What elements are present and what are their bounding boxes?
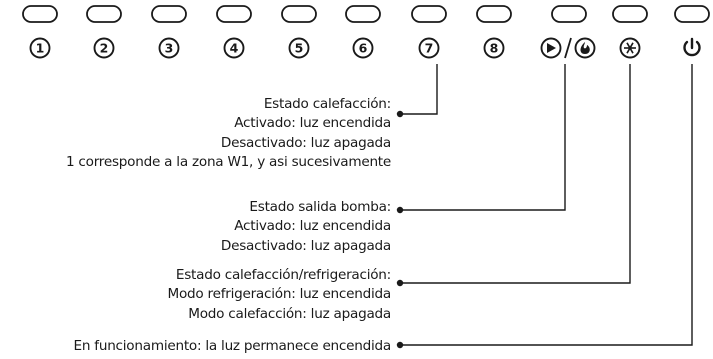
- power-led: [674, 5, 710, 23]
- callout-heating: Estado calefacción: Activado: luz encend…: [66, 95, 391, 173]
- zone-4-led: [216, 5, 252, 23]
- callout-pump-line-2: Desactivado: luz apagada: [220, 237, 391, 254]
- zone-2-number: 2: [100, 41, 109, 56]
- circled-digit-icon: [288, 37, 310, 59]
- callout-mode-line-1: Modo refrigeración: luz encendida: [167, 286, 391, 303]
- callout-mode-title: Estado calefacción/refrigeración:: [175, 267, 391, 283]
- callout-mode-line-2: Modo calefacción: luz apagada: [188, 305, 391, 322]
- zone-4-symbol: 4: [223, 37, 245, 59]
- power-symbol: [683, 37, 701, 57]
- zone-8-led: [476, 5, 512, 23]
- callout-pump: Estado salida bomba: Activado: luz encen…: [221, 198, 391, 256]
- zone-3-symbol: 3: [158, 37, 180, 59]
- circled-digit-icon: [29, 37, 51, 59]
- zone-2-symbol: 2: [93, 37, 115, 59]
- callout-power-title: En funcionamiento: la luz permanece ence…: [73, 338, 392, 354]
- connector-dot: [396, 206, 404, 214]
- callout-heating-line-2: Desactivado: luz apagada: [220, 134, 391, 151]
- cool-led: [612, 5, 648, 23]
- circled-digit-icon: [93, 37, 115, 59]
- callout-pump-title: Estado salida bomba:: [249, 199, 391, 215]
- callout-heating-line-3: 1 corresponde a la zona W1, y asi sucesi…: [65, 154, 391, 171]
- circled-digit-icon: [158, 37, 180, 59]
- zone-1-symbol: 1: [29, 37, 51, 59]
- zone-8-symbol: 8: [483, 37, 505, 59]
- connector-dot: [396, 110, 404, 118]
- zone-3-led: [151, 5, 187, 23]
- callout-power: En funcionamiento: la luz permanece ence…: [73, 337, 392, 356]
- zone-2-led: [86, 5, 122, 23]
- callout-heating-title: Estado calefacción:: [263, 96, 391, 112]
- slash-divider: [564, 37, 572, 59]
- connector-dot: [396, 341, 404, 349]
- circled-digit-icon: [483, 37, 505, 59]
- circled-digit-icon: [223, 37, 245, 59]
- pump-heat-symbol: [540, 37, 596, 59]
- callout-mode: Estado calefacción/refrigeración: Modo r…: [167, 266, 391, 324]
- zone-6-symbol: 6: [352, 37, 374, 59]
- zone-5-symbol: 5: [288, 37, 310, 59]
- zone-3-number: 3: [165, 41, 174, 56]
- circled-digit-icon: [418, 37, 440, 59]
- play-icon: [540, 37, 562, 59]
- connector-pump: [396, 64, 566, 214]
- pump-heat-led: [551, 5, 587, 23]
- led-row: [22, 5, 710, 23]
- zone-5-led: [281, 5, 317, 23]
- flame-icon: [574, 37, 596, 59]
- connector-mode: [396, 64, 631, 287]
- zone-7-led: [411, 5, 447, 23]
- zone-8-number: 8: [490, 41, 499, 56]
- callout-heating-line-1: Activado: luz encendida: [234, 115, 391, 132]
- connector-power: [396, 64, 693, 349]
- connector-dot: [396, 279, 404, 287]
- callout-pump-line-1: Activado: luz encendida: [234, 218, 391, 235]
- zone-4-number: 4: [230, 41, 239, 56]
- cool-symbol: [619, 37, 641, 59]
- symbol-row: 1 2 3 4 5 6 7 8: [29, 37, 701, 59]
- zone-6-number: 6: [359, 41, 368, 56]
- zone-1-number: 1: [36, 41, 45, 56]
- zone-1-led: [22, 5, 58, 23]
- zone-7-symbol: 7: [418, 37, 440, 59]
- connector-lines: [396, 64, 693, 349]
- circled-digit-icon: [352, 37, 374, 59]
- zone-6-led: [345, 5, 381, 23]
- connector-heating: [396, 64, 438, 118]
- zone-5-number: 5: [295, 41, 304, 56]
- zone-7-number: 7: [425, 41, 434, 56]
